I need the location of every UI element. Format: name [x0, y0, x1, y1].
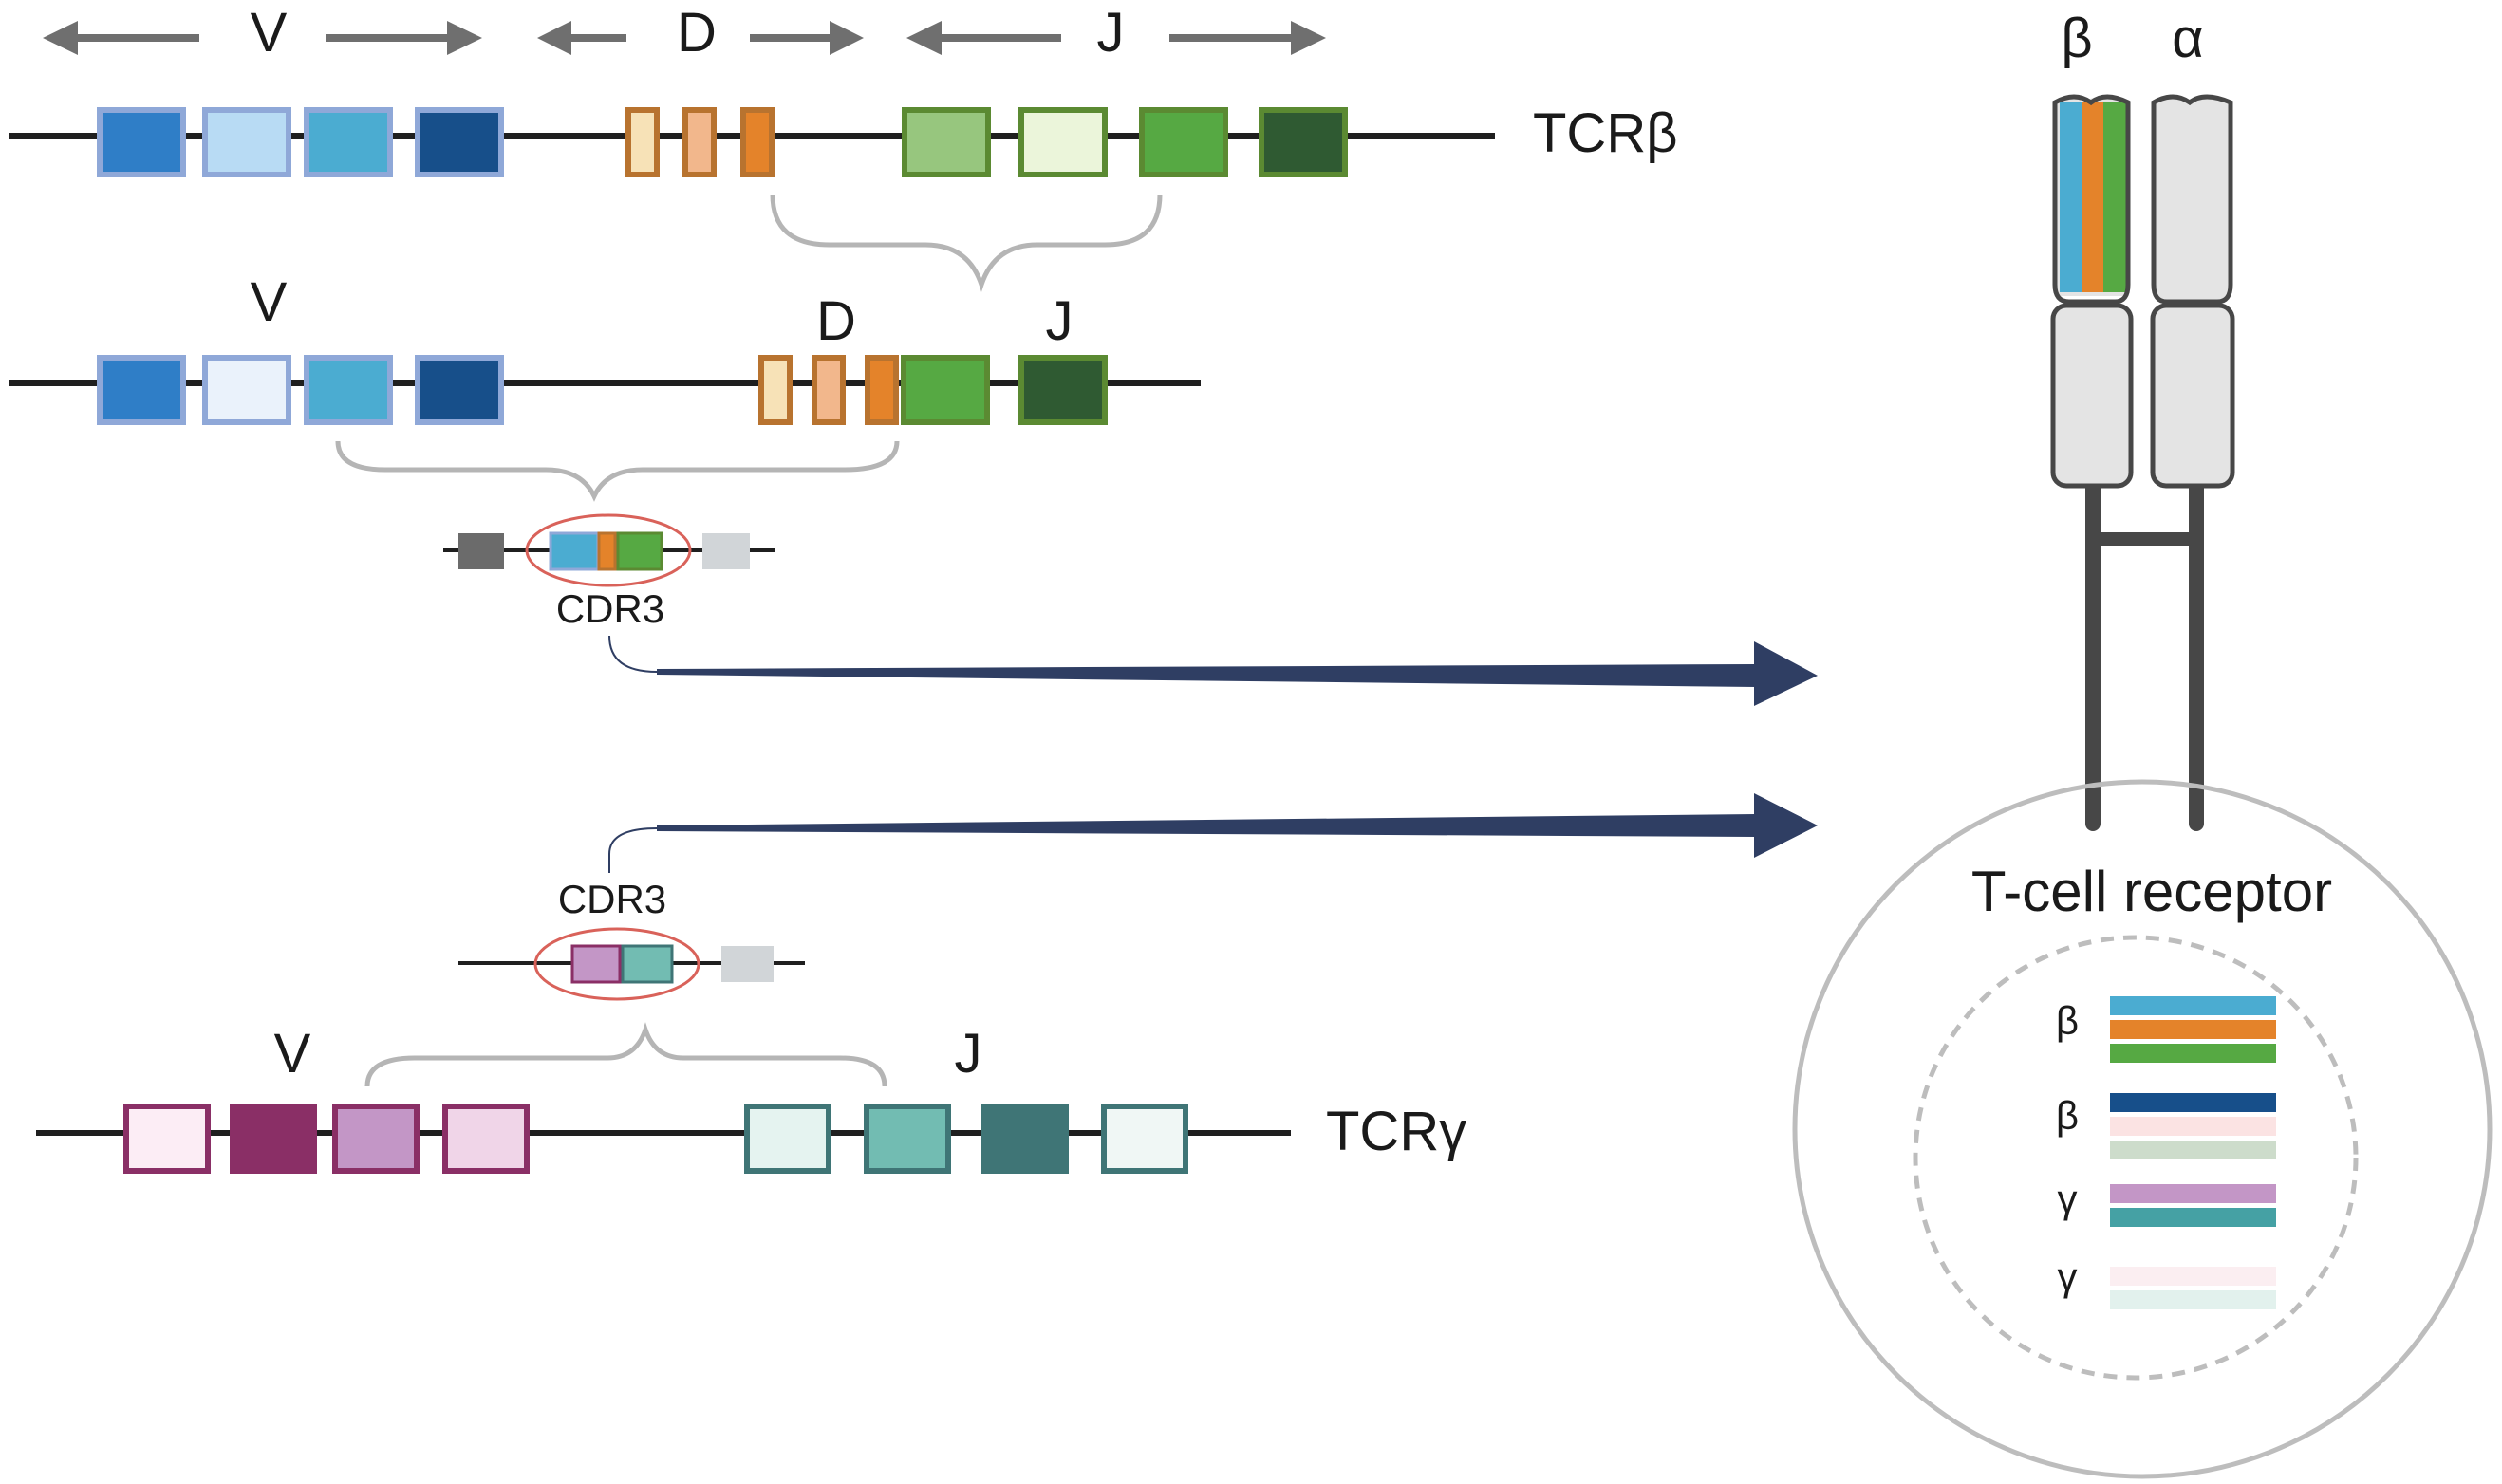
v-segment — [415, 355, 504, 425]
j-segment — [1018, 107, 1108, 177]
v-segment — [570, 944, 622, 984]
big-arrow-shaft — [657, 664, 1756, 687]
v-segment — [549, 531, 600, 571]
curly-brace-icon — [364, 1022, 887, 1087]
legend-bar — [2110, 1020, 2276, 1039]
legend-label: β — [2056, 998, 2079, 1043]
connector-line — [608, 823, 1757, 873]
beta-chain-label: β — [2061, 8, 2092, 69]
beta-constant-domain — [2050, 303, 2134, 489]
j-label: J — [955, 1023, 982, 1085]
right-arrow-icon — [1754, 793, 1818, 858]
v-segment — [97, 107, 186, 177]
legend-label: γ — [2058, 1177, 2078, 1221]
j-segment — [1259, 107, 1348, 177]
j-segment — [902, 107, 991, 177]
v-segment — [123, 1104, 211, 1174]
j-segment — [981, 1104, 1069, 1174]
v-segment — [230, 1104, 317, 1174]
legend-bar — [2110, 996, 2276, 1015]
v-segment — [415, 107, 504, 177]
v-segment — [97, 355, 186, 425]
right-arrow-icon — [447, 21, 482, 55]
d-segment-arrow: D — [537, 2, 864, 64]
big-arrow-shaft — [657, 814, 1756, 837]
legend-bar — [2110, 1141, 2276, 1159]
j-segment — [901, 355, 990, 425]
right-arrow-icon — [1754, 641, 1818, 706]
tcr-beta-germline: V D J TCRβ — [9, 2, 1678, 292]
d-label: D — [816, 290, 856, 352]
tcr-beta-label: TCRβ — [1533, 102, 1678, 164]
j-segment — [616, 531, 663, 571]
j-segment — [621, 944, 674, 984]
d-segment — [758, 355, 793, 425]
j-label: J — [1046, 290, 1074, 352]
receptor-title: T-cell receptor — [1971, 860, 2332, 923]
tcr-gamma-vj-transcript: CDR3 — [458, 793, 1818, 1001]
tcr-beta-dj-rearranged: V D J — [9, 271, 1201, 502]
v-segment — [304, 355, 393, 425]
d-segment — [812, 355, 846, 425]
legend: β β γ γ — [2056, 996, 2276, 1309]
v-segment — [304, 107, 393, 177]
v-segment — [202, 355, 291, 425]
left-arrow-icon — [43, 21, 78, 55]
cdr3-highlight — [533, 927, 700, 1001]
j-segment — [1018, 355, 1108, 425]
legend-bar — [2110, 1117, 2276, 1136]
v-segment — [202, 107, 291, 177]
tcr-beta-vdj-transcript: CDR3 — [443, 513, 1818, 706]
legend-bar — [2110, 1267, 2276, 1286]
legend-bar — [2110, 1208, 2276, 1227]
legend-label: γ — [2058, 1254, 2078, 1299]
legend-label: β — [2056, 1093, 2079, 1138]
t-cell-outline — [1792, 779, 2493, 1479]
j-segment-arrow: J — [906, 2, 1326, 64]
j-segment — [744, 1104, 831, 1174]
j-segment — [1101, 1104, 1188, 1174]
right-arrow-icon — [830, 21, 864, 55]
v-label: V — [274, 1023, 311, 1085]
d-segment — [740, 107, 775, 177]
constant-region — [702, 533, 750, 569]
alpha-variable-domain — [2151, 94, 2233, 305]
beta-variable-domain — [2052, 94, 2131, 305]
legend-bar — [2110, 1184, 2276, 1203]
v-label: V — [251, 2, 288, 64]
legend-bar — [2110, 1290, 2276, 1309]
cdr3-label: CDR3 — [556, 586, 664, 631]
cdr3-highlight — [525, 513, 692, 587]
d-segment — [682, 107, 717, 177]
d-segment — [626, 107, 660, 177]
right-arrow-icon — [1291, 21, 1326, 55]
v-segment-arrow: V — [43, 2, 482, 64]
nucleus-outline — [1913, 935, 2359, 1381]
constant-region — [458, 533, 504, 569]
j-segment — [864, 1104, 951, 1174]
tcr-gamma-label: TCRγ — [1326, 1101, 1466, 1162]
t-cell-receptor: β α T-cell receptor β β — [1792, 8, 2493, 1479]
d-segment — [597, 531, 617, 571]
j-segment — [1139, 107, 1228, 177]
d-label: D — [677, 2, 717, 64]
alpha-chain-label: α — [2172, 8, 2204, 69]
v-segment — [332, 1104, 420, 1174]
legend-bar — [2110, 1093, 2276, 1112]
v-segment — [442, 1104, 530, 1174]
tcr-gamma-germline: V J TCRγ — [36, 1022, 1466, 1174]
curly-brace-icon — [770, 194, 1163, 292]
d-segment — [865, 355, 899, 425]
constant-region — [721, 946, 774, 982]
v-label: V — [251, 271, 288, 333]
curly-brace-icon — [335, 440, 900, 502]
left-arrow-icon — [906, 21, 942, 55]
j-label: J — [1097, 2, 1125, 64]
alpha-constant-domain — [2150, 303, 2235, 489]
legend-bar — [2110, 1044, 2276, 1063]
connector-line — [608, 635, 1757, 677]
left-arrow-icon — [537, 21, 571, 55]
cdr3-label: CDR3 — [558, 877, 666, 921]
